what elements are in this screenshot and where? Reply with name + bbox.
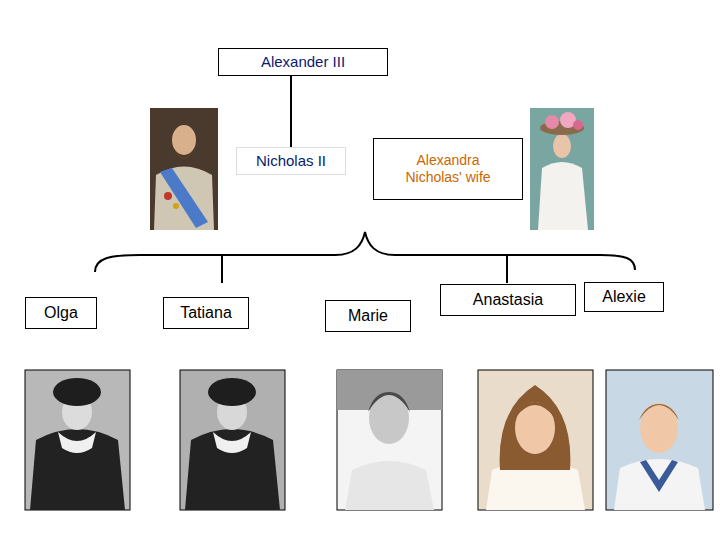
hair <box>500 385 571 470</box>
medal <box>164 192 172 200</box>
face <box>640 403 678 453</box>
sailor-collar <box>640 460 678 492</box>
brace-drop <box>506 255 508 283</box>
coat <box>185 429 280 510</box>
dress <box>538 162 588 230</box>
person-box: Alexandra Nicholas' wife <box>373 138 523 200</box>
face <box>172 125 196 155</box>
person-name: Alexandra Nicholas' wife <box>387 152 509 186</box>
photo-frame <box>478 370 593 510</box>
face <box>369 392 409 444</box>
hair <box>368 392 410 412</box>
person-name: Alexie <box>602 287 646 306</box>
scarf <box>58 432 96 453</box>
uniform <box>154 167 214 231</box>
hat-rose <box>545 115 559 129</box>
person-name: Olga <box>44 303 78 322</box>
person-box: Alexie <box>584 282 664 312</box>
person-box: Alexander III <box>218 48 388 76</box>
person-box: Anastasia <box>440 284 576 316</box>
olga-photo <box>25 370 130 510</box>
face <box>515 402 555 454</box>
fringe <box>515 402 555 418</box>
person-name: Alexander III <box>261 53 345 71</box>
photo-frame <box>180 370 285 510</box>
scarf <box>213 432 251 453</box>
person-box: Tatiana <box>163 297 249 329</box>
photo-frame <box>606 370 713 510</box>
alexie-photo <box>606 370 713 510</box>
person-box: Marie <box>325 300 411 332</box>
hat-rose <box>573 120 583 130</box>
hat <box>208 378 256 406</box>
person-name: Tatiana <box>180 303 232 322</box>
person-box: Nicholas II <box>236 147 346 175</box>
dress <box>345 461 434 510</box>
medal <box>173 203 179 209</box>
lineage-line <box>290 76 292 147</box>
tatiana-photo <box>180 370 285 510</box>
hair <box>172 126 196 134</box>
face <box>553 134 571 158</box>
family-brace <box>95 232 635 272</box>
marie-photo <box>337 370 442 510</box>
coat <box>30 429 125 510</box>
portrait-ground <box>530 108 594 230</box>
portrait-ground <box>150 108 218 230</box>
photo-frame <box>337 370 442 510</box>
nicholas-portrait <box>150 108 218 230</box>
photo-frame <box>25 370 130 510</box>
person-name: Nicholas II <box>256 152 326 170</box>
sailor-suit <box>614 459 705 510</box>
person-box: Olga <box>25 297 97 329</box>
anastasia-photo <box>478 370 593 510</box>
hair <box>639 404 679 420</box>
hat <box>53 378 101 406</box>
person-name: Anastasia <box>473 290 543 309</box>
alexandra-portrait <box>530 108 594 230</box>
brace-drop <box>221 255 223 283</box>
sash <box>160 168 208 228</box>
beard <box>172 146 196 159</box>
person-name: Marie <box>348 306 388 325</box>
